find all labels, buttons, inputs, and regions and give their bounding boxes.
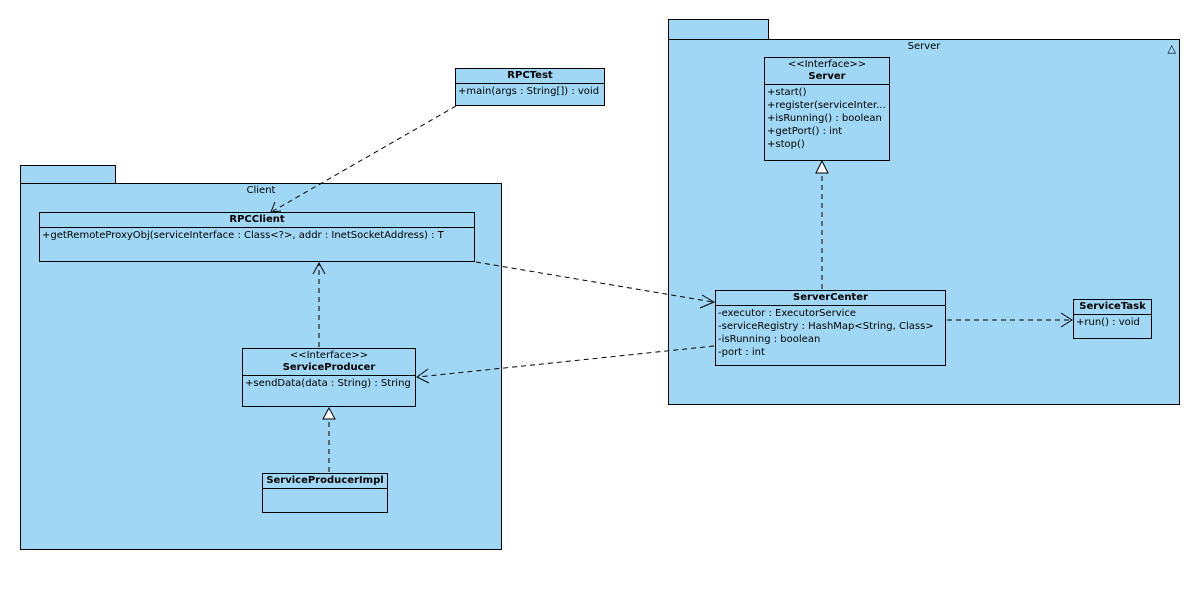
server-interface[interactable]: <<Interface>> Server +start() +register(… [764, 57, 890, 161]
server-method: +isRunning() : boolean [767, 113, 882, 124]
rpcclient-name: RPCClient [229, 214, 285, 225]
serviceproducer-method: +sendData(data : String) : String [245, 378, 411, 389]
rpctest-name: RPCTest [507, 70, 553, 81]
serviceproducer-stereotype: <<Interface>> [289, 350, 369, 361]
serviceproducerimpl-empty-section [263, 489, 387, 499]
rpctest-class[interactable]: RPCTest +main(args : String[]) : void [455, 68, 605, 106]
client-package-label: Client [246, 185, 276, 196]
client-package-tab [20, 165, 116, 185]
server-package-label: Server [907, 41, 941, 52]
servicetask-method: +run() : void [1076, 317, 1140, 328]
server-stereotype: <<Interface>> [787, 59, 867, 70]
servercenter-attribute: -port : int [718, 347, 765, 358]
servercenter-class[interactable]: ServerCenter -executor : ExecutorService… [715, 290, 946, 366]
servercenter-name: ServerCenter [793, 292, 868, 303]
serviceproducer-name: ServiceProducer [282, 362, 376, 373]
servercenter-attribute: -isRunning : boolean [718, 334, 821, 345]
server-method: +start() [767, 87, 807, 98]
server-name: Server [808, 71, 846, 82]
servicetask-class[interactable]: ServiceTask +run() : void [1073, 299, 1152, 339]
rpctest-method: +main(args : String[]) : void [458, 86, 600, 97]
servercenter-attribute: -serviceRegistry : HashMap<String, Class… [718, 321, 934, 332]
servercenter-attribute: -executor : ExecutorService [718, 308, 857, 319]
serviceproducer-interface[interactable]: <<Interface>> ServiceProducer +sendData(… [242, 348, 416, 407]
server-method: +register(serviceInter... [767, 100, 886, 111]
rpcclient-class[interactable]: RPCClient +getRemoteProxyObj(serviceInte… [39, 212, 475, 262]
rpcclient-method: +getRemoteProxyObj(serviceInterface : Cl… [42, 230, 444, 241]
serviceproducerimpl-class[interactable]: ServiceProducerImpl [262, 473, 388, 513]
serviceproducerimpl-name: ServiceProducerImpl [266, 475, 384, 486]
server-method: +stop() [767, 139, 805, 150]
server-package-tab [668, 19, 769, 41]
triangle-icon: △ [1167, 42, 1176, 55]
server-method: +getPort() : int [767, 126, 843, 137]
servicetask-name: ServiceTask [1079, 301, 1146, 312]
